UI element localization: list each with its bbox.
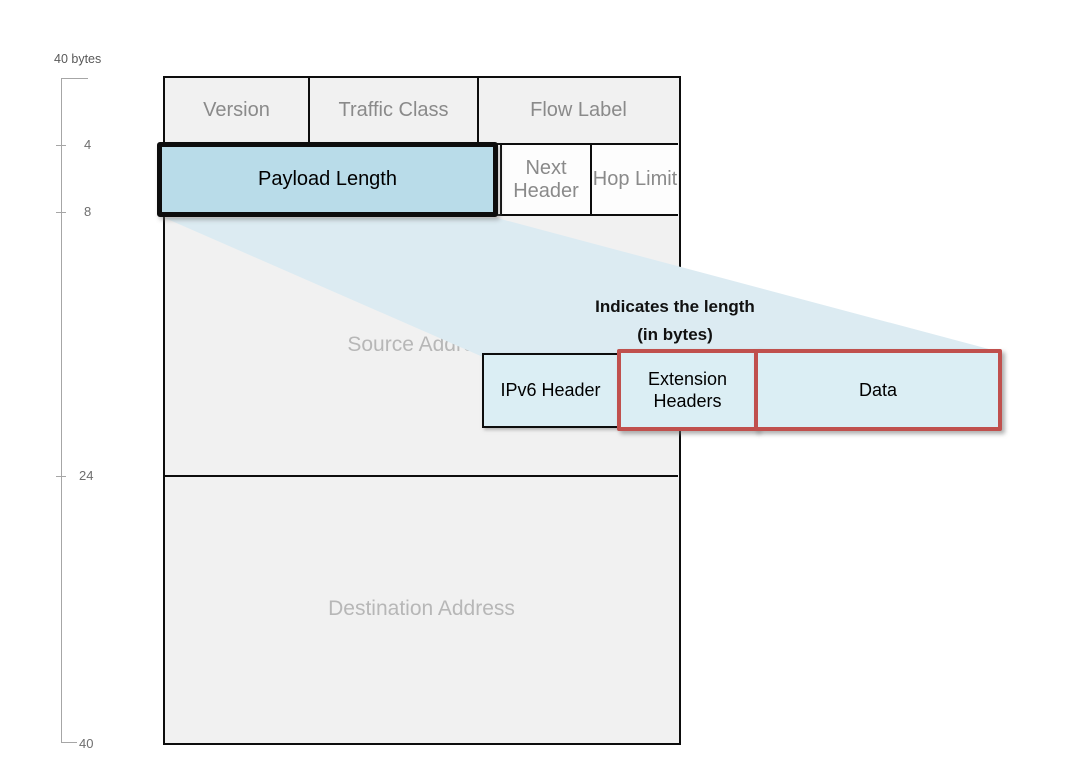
packet-box-ipv6-header: IPv6 Header (482, 353, 619, 428)
axis-tick-4 (56, 145, 66, 146)
axis-bottom-stub (61, 742, 77, 743)
data-label: Data (858, 379, 898, 400)
axis-tick-8 (56, 212, 66, 213)
callout-note: Indicates the length (in bytes) (540, 293, 810, 349)
axis-tick-label: 4 (84, 137, 92, 152)
payload-length-label: Payload Length (257, 168, 397, 190)
cell-flow-label: Flow Label (479, 78, 678, 145)
cell-destination-address: Destination Address (165, 477, 678, 742)
payload-length-highlight-box: Payload Length (157, 142, 498, 217)
axis-tick-label: 8 (84, 204, 92, 219)
packet-box-data: Data (754, 349, 1002, 431)
extension-headers-label: Extension Headers (647, 368, 728, 412)
packet-box-extension-headers: Extension Headers (617, 349, 758, 431)
callout-note-line1: Indicates the length (595, 297, 755, 316)
axis-line (61, 78, 62, 743)
axis-tick-label: 24 (79, 468, 94, 483)
cell-version: Version (165, 78, 310, 145)
axis-unit-label: 40 bytes (54, 52, 102, 66)
cell-hop-limit: Hop Limit (590, 145, 678, 216)
axis-top-stub (61, 78, 88, 79)
cell-traffic-class: Traffic Class (310, 78, 479, 145)
cell-next-header: Next Header (500, 145, 590, 216)
callout-note-line2: (in bytes) (637, 325, 713, 344)
axis-tick-label: 40 (79, 736, 94, 751)
axis-tick-24 (56, 476, 66, 477)
ipv6-header-label: IPv6 Header (500, 380, 601, 401)
